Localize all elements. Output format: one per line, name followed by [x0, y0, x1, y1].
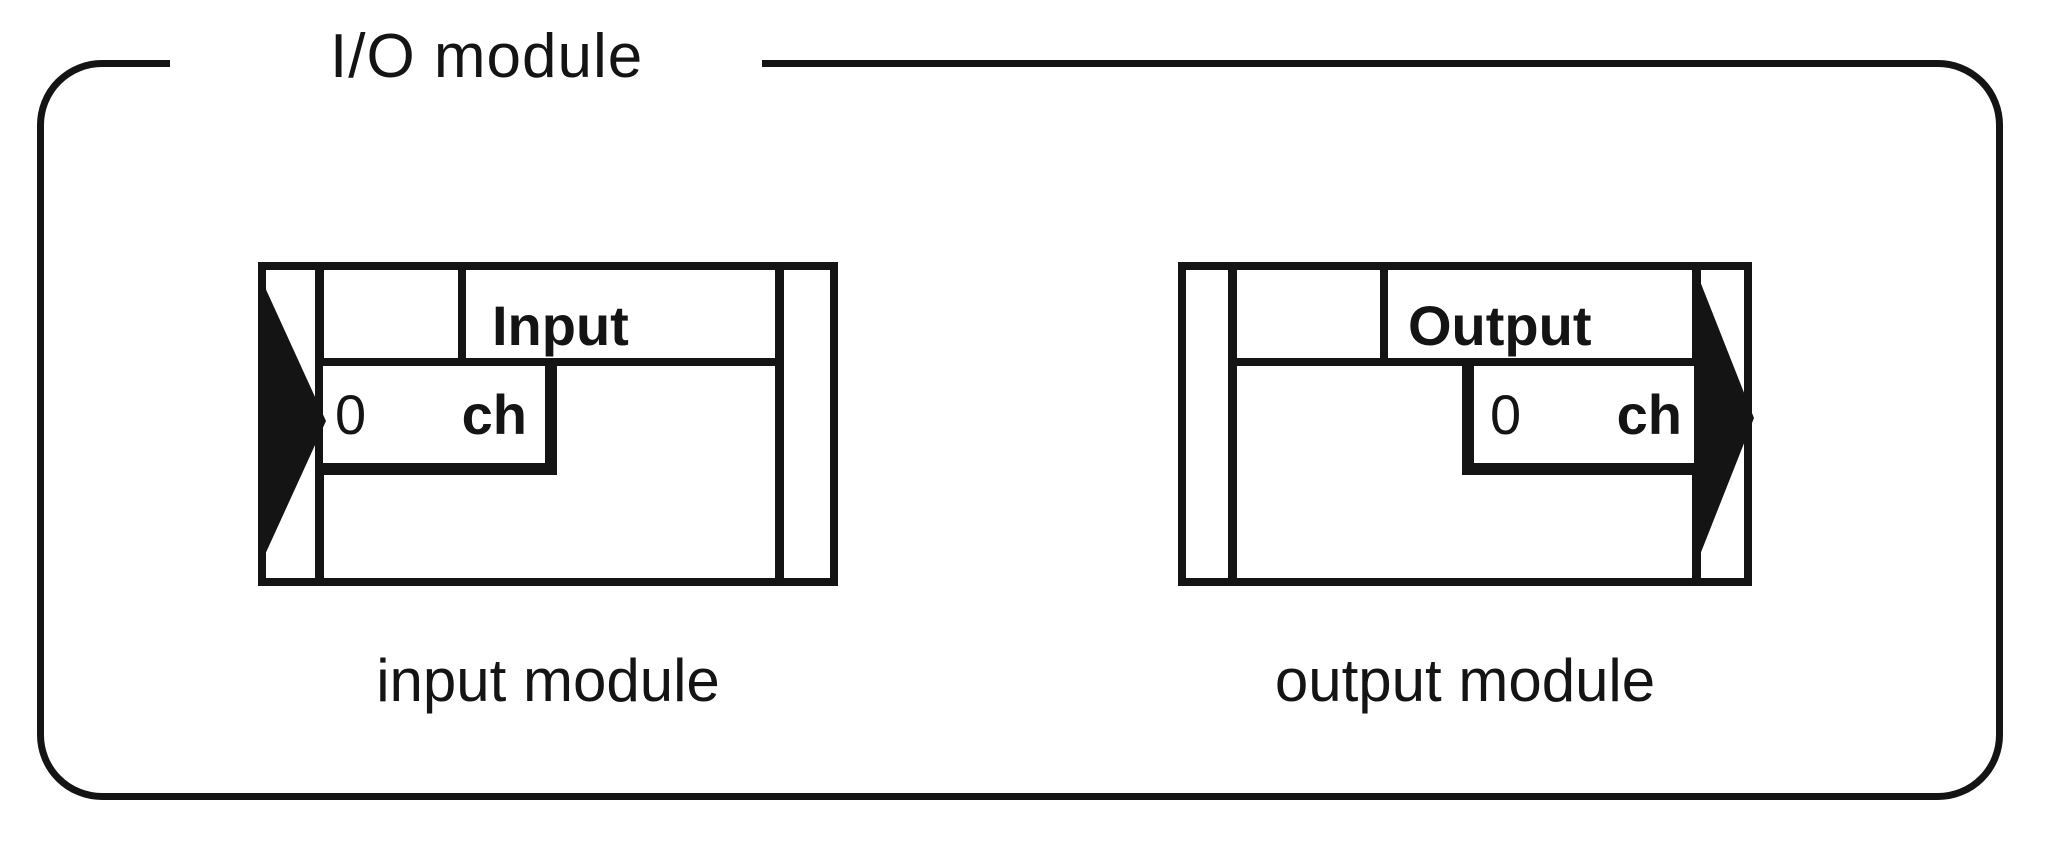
output-channel-box: 0 ch [1462, 358, 1700, 475]
input-channel-count: 0 [335, 382, 367, 446]
input-channel-unit: ch [461, 382, 527, 446]
input-module-box: Input 0 ch [258, 262, 838, 586]
output-module-caption: output module [1274, 647, 1656, 714]
frame-title-gap [170, 50, 762, 78]
input-channel-box: 0 ch [323, 358, 557, 475]
output-header-divider [1380, 270, 1388, 366]
input-flow-arrow-icon [258, 272, 326, 570]
output-channel-count: 0 [1490, 382, 1522, 446]
input-header-divider [458, 270, 466, 366]
input-port-label: Input [492, 294, 629, 357]
input-module-caption: input module [376, 647, 720, 714]
output-flow-arrow-icon [1694, 266, 1754, 570]
io-module-frame [37, 60, 2003, 800]
output-channel-unit: ch [1616, 382, 1682, 446]
output-module-box: Output 0 ch [1178, 262, 1752, 586]
output-port-label: Output [1408, 294, 1592, 357]
output-left-rail-line [1228, 270, 1237, 578]
input-right-rail-line [775, 270, 784, 578]
figure-title: I/O module [330, 22, 644, 91]
